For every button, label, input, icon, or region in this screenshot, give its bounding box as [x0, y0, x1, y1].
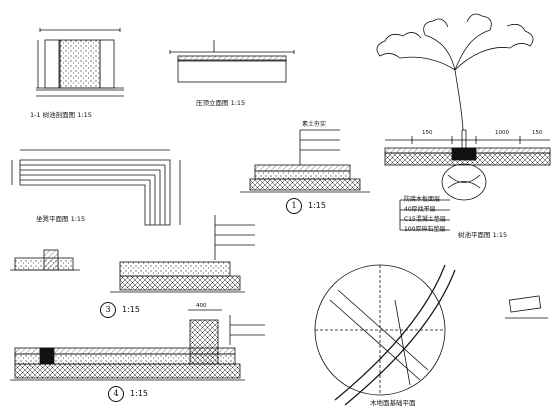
- caption-section-1-1: 1-1 树池剖面图 1:15: [30, 111, 92, 119]
- scale-3: 1:15: [122, 305, 140, 314]
- scale-1: 1:15: [308, 201, 326, 210]
- callout-2: 40厚找平层: [404, 206, 436, 213]
- bench-plan: [11, 149, 181, 226]
- callout-5: 素土夯实: [302, 121, 327, 128]
- caption-deck-plan: 木地面基础平面: [370, 399, 416, 407]
- callout-3: C15混凝土垫层: [404, 216, 446, 223]
- tree-pit-section: [376, 13, 551, 231]
- section-1-1: [36, 28, 124, 97]
- paving-section-3: [10, 215, 255, 293]
- deck-foundation-plan: [314, 264, 456, 406]
- detail-marker-4: 4: [108, 386, 124, 402]
- scale-4: 1:15: [130, 389, 148, 398]
- callout-1: 防腐木板面层: [404, 196, 441, 203]
- dim-1000: 1000: [495, 130, 509, 136]
- caption-tree-section: 树池平面图 1:15: [458, 231, 508, 239]
- dim-400: 400: [196, 303, 207, 309]
- caption-bench-plan: 坐凳平面图 1:15: [36, 215, 86, 223]
- dim-150-left: 150: [422, 130, 433, 136]
- dim-150-right: 150: [532, 130, 543, 136]
- cap-elevation: [169, 40, 295, 83]
- detail-marker-1: 1: [286, 198, 302, 214]
- detail-marker-3: 3: [100, 302, 116, 318]
- paving-section-4: [10, 309, 265, 381]
- caption-cap-elevation: 压顶立面图 1:15: [196, 99, 246, 107]
- callout-4: 100厚碎石垫层: [404, 226, 446, 233]
- paving-section-1: [240, 129, 370, 193]
- cap-detail-sketch: [505, 295, 548, 319]
